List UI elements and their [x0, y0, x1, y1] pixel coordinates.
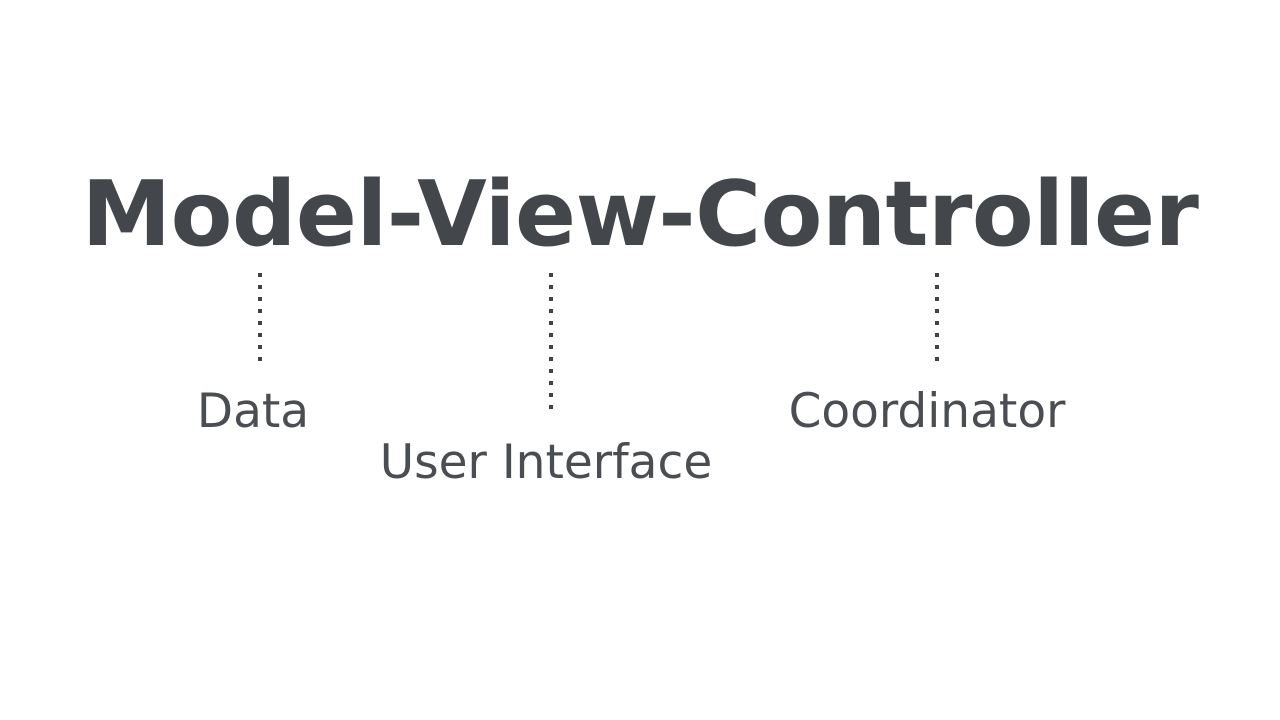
view-connector-dotted-line [549, 273, 553, 417]
controller-connector-dotted-line [935, 273, 939, 369]
caption-view-user-interface: User Interface [379, 435, 713, 490]
caption-controller-coordinator: Coordinator [788, 384, 1066, 439]
page-title: Model-View-Controller [81, 162, 1199, 267]
caption-model-data: Data [196, 384, 310, 439]
model-connector-dotted-line [258, 273, 262, 369]
